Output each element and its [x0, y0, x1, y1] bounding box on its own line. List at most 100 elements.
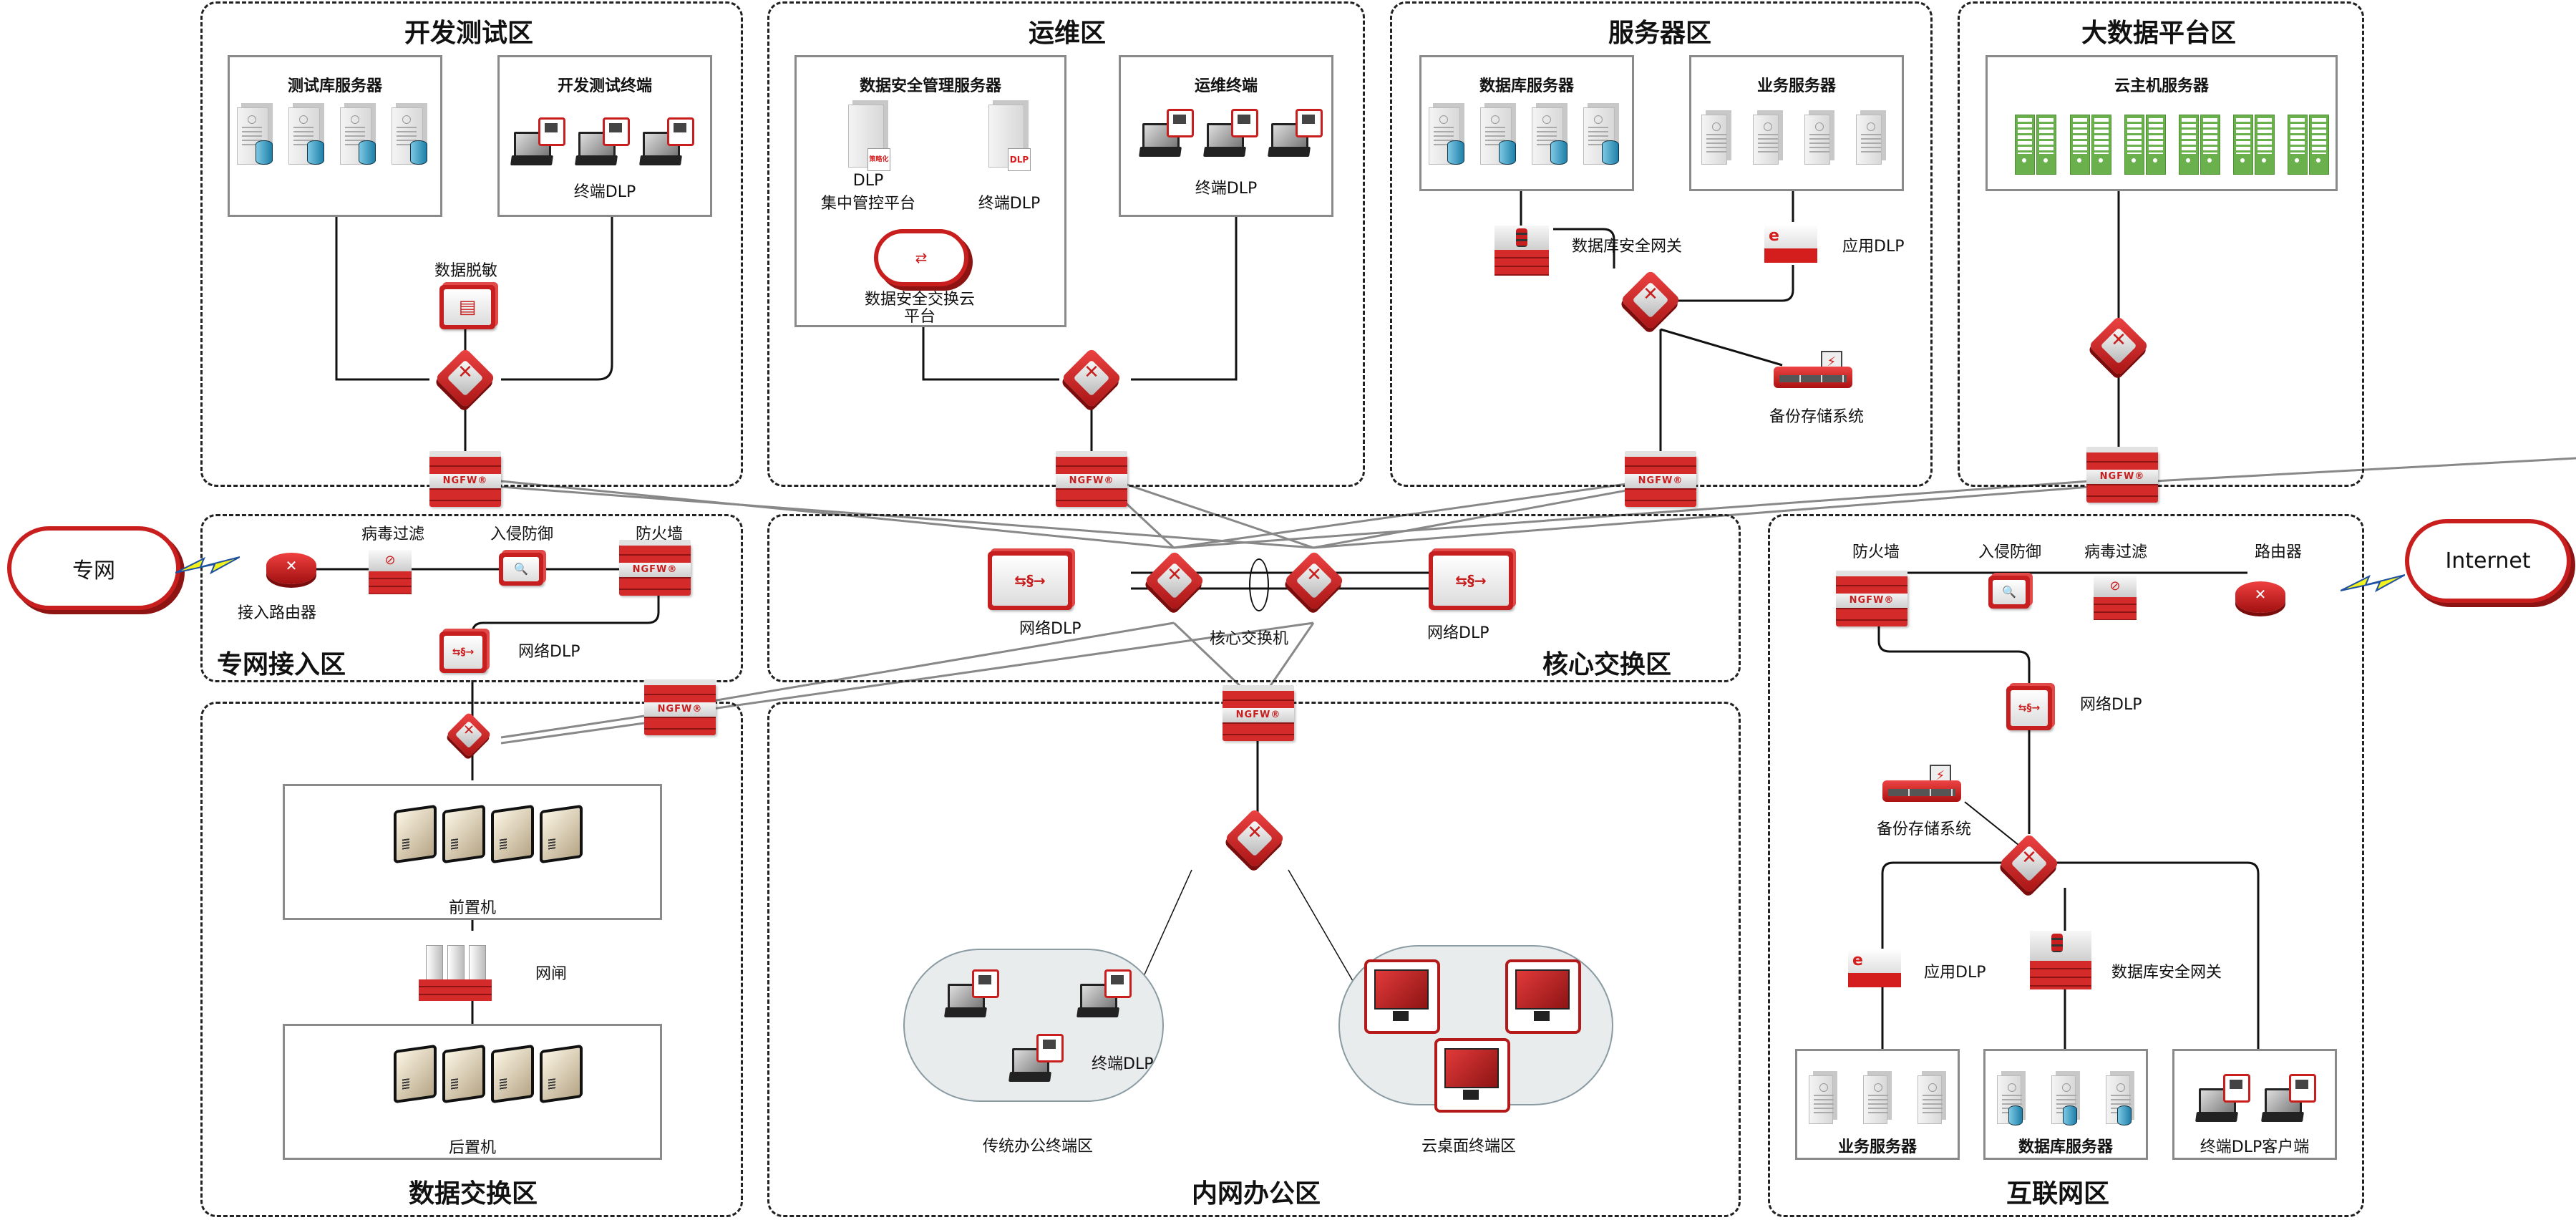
wire — [1639, 265, 1794, 302]
access-router[interactable]: ✕ — [266, 553, 316, 584]
exchange-cloud-icon[interactable]: ⇄ — [874, 229, 968, 286]
zone-title: 专网接入区 — [217, 650, 346, 679]
ips-device[interactable]: 🔍 — [499, 553, 543, 586]
trunk-line — [1265, 622, 1315, 692]
internet-network-dlp[interactable]: ⇆§→ — [2006, 686, 2052, 730]
terminal-dlp-label: 终端DLP — [978, 195, 1041, 213]
box-title: 测试库服务器 — [287, 77, 382, 95]
ops-switch[interactable]: ✕ — [1061, 347, 1122, 409]
cloud-label: 专网 — [72, 558, 115, 584]
ngfw-badge: NGFW® — [1223, 708, 1294, 722]
dlp-platform-label: DLP — [852, 172, 884, 190]
server-icon — [394, 804, 437, 864]
bigdata-firewall[interactable]: NGFW® — [2086, 447, 2158, 503]
box-title: 终端DLP客户端 — [2200, 1138, 2310, 1156]
exchange-firewall[interactable]: NGFW® — [644, 679, 716, 735]
router-icon: ✕ — [285, 557, 298, 574]
server-icon — [1701, 115, 1727, 165]
dev-switch[interactable]: ✕ — [434, 347, 496, 409]
wire — [1877, 594, 2031, 687]
access-router-label: 接入路由器 — [238, 604, 317, 622]
app-dlp-device[interactable]: e — [1764, 224, 1817, 263]
internet-router[interactable]: ✕ — [2235, 581, 2285, 613]
back-end-label: 后置机 — [448, 1139, 496, 1157]
app-dlp-label: 应用DLP — [1842, 238, 1905, 256]
server-icon — [1532, 107, 1563, 165]
bigdata-switch[interactable]: ✕ — [2088, 315, 2149, 377]
zone-title: 开发测试区 — [404, 19, 534, 48]
office-switch[interactable]: ✕ — [1224, 808, 1285, 869]
ips-icon: 🔍 — [503, 557, 539, 581]
wire — [471, 587, 660, 648]
ngfw-badge: NGFW® — [1056, 474, 1127, 488]
virus-filter-device[interactable]: ⊘ — [369, 550, 412, 594]
server-icon — [1856, 115, 1882, 165]
server-firewall[interactable]: NGFW® — [1625, 451, 1696, 507]
server-switch[interactable]: ✕ — [1620, 269, 1681, 331]
cloud-desktop-icon[interactable] — [1505, 959, 1581, 1034]
switch-icon: ✕ — [1084, 362, 1099, 383]
db-security-gateway[interactable] — [1494, 226, 1549, 276]
core-network-dlp-right[interactable]: ⇆§→ — [1429, 551, 1513, 610]
rack-server-icon — [2124, 115, 2144, 175]
internet-cloud[interactable]: Internet — [2405, 519, 2571, 603]
link-aggregation-icon — [1249, 558, 1269, 611]
database-icon — [1602, 140, 1619, 165]
internet-db-gateway[interactable] — [2030, 931, 2091, 989]
dev-firewall[interactable]: NGFW® — [429, 451, 501, 507]
cloud-desktop-area-label: 云桌面终端区 — [1421, 1138, 1517, 1156]
database-icon — [2117, 1105, 2132, 1125]
laptop-dlp-icon — [2195, 1074, 2250, 1123]
switch-icon: ✕ — [1306, 564, 1322, 586]
cloud-desktop-icon[interactable] — [1364, 959, 1440, 1034]
internet-ips-device[interactable]: 🔍 — [1988, 576, 2030, 609]
database-icon — [256, 140, 273, 165]
core-network-dlp-left[interactable]: ⇆§→ — [988, 551, 1072, 610]
zone-title: 核心交换区 — [1542, 650, 1672, 679]
server-icon — [1809, 1075, 1834, 1124]
virus-icon: ⊘ — [369, 550, 412, 571]
data-masking-label: 数据脱敏 — [434, 262, 498, 280]
trunk-line — [686, 621, 1175, 707]
internet-switch[interactable]: ✕ — [1998, 833, 2060, 894]
backup-label: 备份存储系统 — [1769, 408, 1865, 426]
private-firewall[interactable]: NGFW® — [619, 540, 691, 596]
server-icon — [340, 107, 371, 165]
data-masking-device[interactable]: ▤ — [439, 285, 495, 329]
core-switch-label: 核心交换机 — [1210, 630, 1289, 648]
wire — [501, 215, 613, 381]
backup-storage[interactable]: ⚡ — [1774, 351, 1852, 388]
server-icon — [491, 804, 534, 864]
office-firewall[interactable]: NGFW® — [1223, 685, 1294, 741]
internet-backup-storage[interactable]: ⚡ — [1882, 765, 1961, 802]
ops-firewall[interactable]: NGFW® — [1056, 451, 1127, 507]
laptop-dlp-icon[interactable] — [944, 969, 999, 1018]
policy-badge: 策略化 — [867, 148, 890, 171]
laptop-dlp-icon[interactable] — [1008, 1034, 1064, 1083]
trunk-line — [1172, 621, 1247, 692]
internet-app-dlp[interactable]: e — [1848, 949, 1901, 987]
laptop-dlp-icon — [1203, 109, 1258, 158]
database-icon — [359, 140, 376, 165]
core-switch-2[interactable]: ✕ — [1283, 550, 1345, 611]
internet-virus-filter[interactable]: ⊘ — [2094, 576, 2137, 620]
terminal-dlp-server-icon: DLP — [988, 105, 1031, 171]
app-dlp-icon: e — [1764, 224, 1817, 248]
app-dlp-icon: e — [1848, 949, 1901, 973]
ips-icon: 🔍 — [1993, 580, 2026, 604]
switch-icon: ✕ — [2021, 847, 2037, 868]
laptop-dlp-icon[interactable] — [1076, 969, 1132, 1018]
internet-firewall[interactable]: NGFW® — [1836, 571, 1907, 626]
front-end-label: 前置机 — [448, 899, 496, 917]
gatekeeper-device[interactable] — [419, 945, 492, 1002]
traditional-area-label: 传统办公终端区 — [982, 1138, 1094, 1156]
cloud-label: Internet — [2445, 548, 2531, 573]
network-dlp-device[interactable]: ⇆§→ — [439, 631, 487, 673]
core-switch-1[interactable]: ✕ — [1144, 550, 1205, 611]
private-network-cloud[interactable]: 专网 — [7, 526, 180, 610]
rack-server-icon — [2091, 115, 2111, 175]
zone-internet: 互联网区 — [1768, 514, 2364, 1217]
rack-server-icon — [2288, 115, 2308, 175]
exchange-switch[interactable]: ✕ — [446, 712, 492, 757]
cloud-desktop-icon[interactable] — [1434, 1038, 1510, 1113]
